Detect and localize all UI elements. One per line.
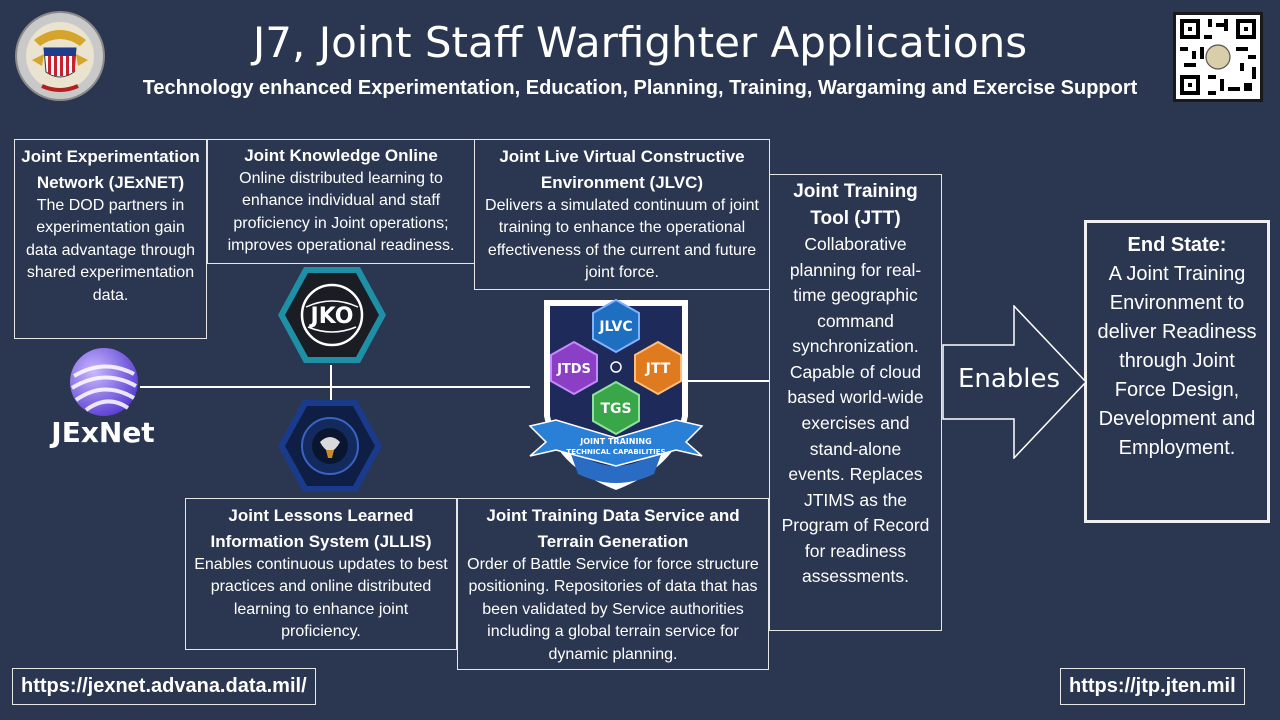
- jlvc-heading: Joint Live Virtual Constructive Environm…: [499, 147, 745, 192]
- qr-code[interactable]: [1173, 12, 1263, 102]
- end-state-heading: End State:: [1127, 234, 1227, 256]
- jllis-description: Enables continuous updates to best pract…: [194, 556, 448, 641]
- enables-arrow: [942, 304, 1088, 460]
- jko-logo-text: JKO: [309, 304, 354, 329]
- page-title: J7, Joint Staff Warfighter Applications: [252, 18, 1028, 67]
- shield-banner-line2: TECHNICAL CAPABILITIES: [566, 448, 665, 456]
- jexnet-heading: Joint Experimentation Network (JExNET): [21, 147, 200, 192]
- joint-training-shield-logo: JLVC JTDS JTT TGS JOINT TRAINING TECHNIC…: [528, 296, 704, 492]
- shield-tgs-label: TGS: [600, 401, 631, 417]
- jtp-url-link[interactable]: https://jtp.jten.mil: [1060, 668, 1245, 705]
- jtt-box: Joint Training Tool (JTT) Collaborative …: [769, 174, 942, 631]
- end-state-box: End State: A Joint Training Environment …: [1084, 220, 1270, 523]
- jtt-description: Collaborative planning for real-time geo…: [781, 234, 930, 587]
- jko-heading: Joint Knowledge Online: [244, 146, 438, 165]
- jexnet-description: The DOD partners in experimentation gain…: [25, 197, 196, 304]
- enables-label: Enables: [957, 364, 1061, 394]
- jlvc-box: Joint Live Virtual Constructive Environm…: [474, 139, 770, 290]
- page-subtitle: Technology enhanced Experimentation, Edu…: [142, 77, 1138, 99]
- jko-logo: JKO: [276, 265, 388, 365]
- connector-jko-jllis: [330, 365, 332, 405]
- jexnet-url-link[interactable]: https://jexnet.advana.data.mil/: [12, 668, 316, 705]
- jtds-description: Order of Battle Service for force struct…: [467, 556, 759, 663]
- jexnet-globe-icon: [68, 346, 140, 418]
- connector-jexnet-jtt: [140, 386, 530, 388]
- jtds-heading: Joint Training Data Service and Terrain …: [486, 506, 740, 551]
- jko-box: Joint Knowledge Online Online distribute…: [207, 139, 475, 264]
- shield-jtt-label: JTT: [645, 361, 671, 377]
- jexnet-logo-text: JExNet: [51, 416, 155, 449]
- jllis-box: Joint Lessons Learned Information System…: [185, 498, 457, 650]
- shield-banner-line1: JOINT TRAINING: [579, 437, 651, 446]
- jllis-logo: [276, 398, 384, 494]
- shield-jlvc-label: JLVC: [598, 319, 632, 335]
- jllis-heading: Joint Lessons Learned Information System…: [210, 506, 432, 551]
- jlvc-description: Delivers a simulated continuum of joint …: [485, 197, 759, 282]
- shield-jtds-label: JTDS: [556, 362, 591, 377]
- jexnet-box: Joint Experimentation Network (JExNET) T…: [14, 139, 207, 339]
- joint-staff-seal: [14, 10, 106, 102]
- jko-description: Online distributed learning to enhance i…: [227, 169, 455, 254]
- jtds-box: Joint Training Data Service and Terrain …: [457, 498, 769, 670]
- connector-shield-jtt: [685, 380, 770, 382]
- end-state-description: A Joint Training Environment to deliver …: [1097, 263, 1257, 459]
- jtt-heading: Joint Training Tool (JTT): [793, 181, 918, 229]
